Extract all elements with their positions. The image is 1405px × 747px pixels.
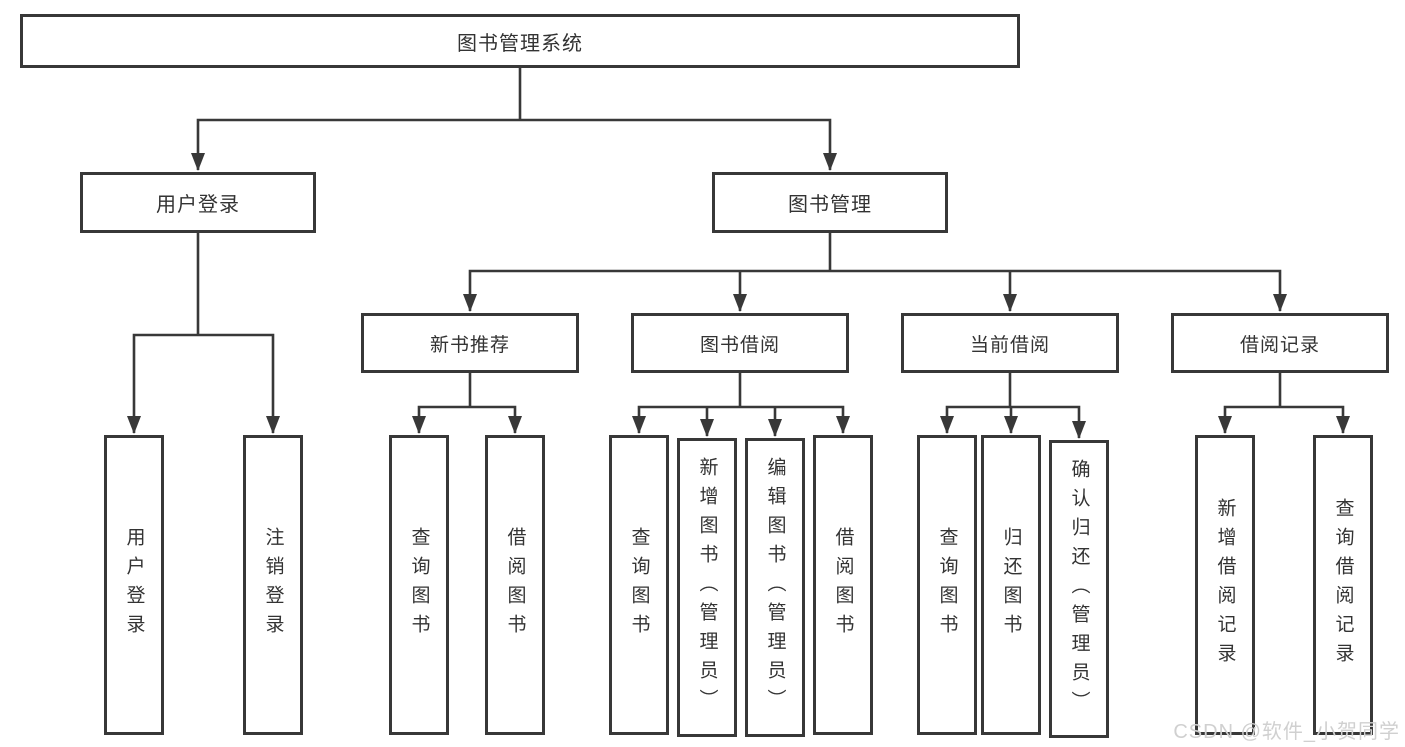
node-label: 新增图书（管理员）	[696, 457, 718, 718]
node-root: 图书管理系统	[20, 14, 1020, 68]
node-label: 用户登录	[123, 527, 145, 643]
node-label: 借阅图书	[832, 527, 854, 643]
node-label: 查询图书	[408, 527, 430, 643]
branch-current-borrow	[940, 405, 1086, 439]
node-label: 借阅图书	[504, 527, 526, 643]
node-leaf-query-books-borrow: 查询图书	[609, 435, 669, 735]
node-label: 编辑图书（管理员）	[764, 457, 786, 718]
node-book-management: 图书管理	[712, 172, 948, 233]
node-label: 新增借阅记录	[1214, 498, 1236, 672]
node-leaf-add-book-admin: 新增图书（管理员）	[677, 438, 737, 737]
node-leaf-query-borrow-record: 查询借阅记录	[1313, 435, 1373, 735]
node-label: 用户登录	[156, 194, 240, 216]
branch-user-login	[127, 333, 280, 434]
node-new-book-recommend: 新书推荐	[361, 313, 579, 373]
branch-book-management	[463, 269, 1287, 312]
branch-borrow-records	[1218, 405, 1350, 434]
node-leaf-borrow-books-recommend: 借阅图书	[485, 435, 545, 735]
node-borrow-records: 借阅记录	[1171, 313, 1389, 373]
watermark: CSDN @软件_小贺同学	[1173, 721, 1400, 743]
node-label: 归还图书	[1000, 527, 1022, 643]
node-leaf-query-books-current: 查询图书	[917, 435, 977, 735]
node-label: 图书管理	[788, 194, 872, 216]
node-user-login-branch: 用户登录	[80, 172, 316, 233]
node-label: 查询图书	[628, 527, 650, 643]
node-leaf-edit-book-admin: 编辑图书（管理员）	[745, 438, 805, 737]
node-label: 借阅记录	[1239, 334, 1320, 356]
node-label: 图书借阅	[699, 334, 780, 356]
node-leaf-confirm-return-admin: 确认归还（管理员）	[1049, 440, 1109, 738]
node-leaf-user-login: 用户登录	[104, 435, 164, 735]
node-current-borrow: 当前借阅	[901, 313, 1119, 373]
branch-root-to-level2	[191, 118, 837, 171]
node-leaf-return-book: 归还图书	[981, 435, 1041, 735]
node-label: 确认归还（管理员）	[1068, 458, 1090, 720]
node-leaf-add-borrow-record: 新增借阅记录	[1195, 435, 1255, 735]
node-book-borrow: 图书借阅	[631, 313, 849, 373]
node-leaf-borrow-books: 借阅图书	[813, 435, 873, 735]
node-label: 当前借阅	[969, 334, 1050, 356]
node-label: 查询借阅记录	[1332, 498, 1354, 672]
branch-new-book-recommend	[412, 405, 522, 434]
node-label: 新书推荐	[429, 334, 510, 356]
node-leaf-query-books-recommend: 查询图书	[389, 435, 449, 735]
node-root-label: 图书管理系统	[457, 32, 583, 55]
node-label: 注销登录	[262, 527, 284, 643]
node-label: 查询图书	[936, 527, 958, 643]
branch-book-borrow	[632, 405, 850, 434]
node-leaf-logout: 注销登录	[243, 435, 303, 735]
